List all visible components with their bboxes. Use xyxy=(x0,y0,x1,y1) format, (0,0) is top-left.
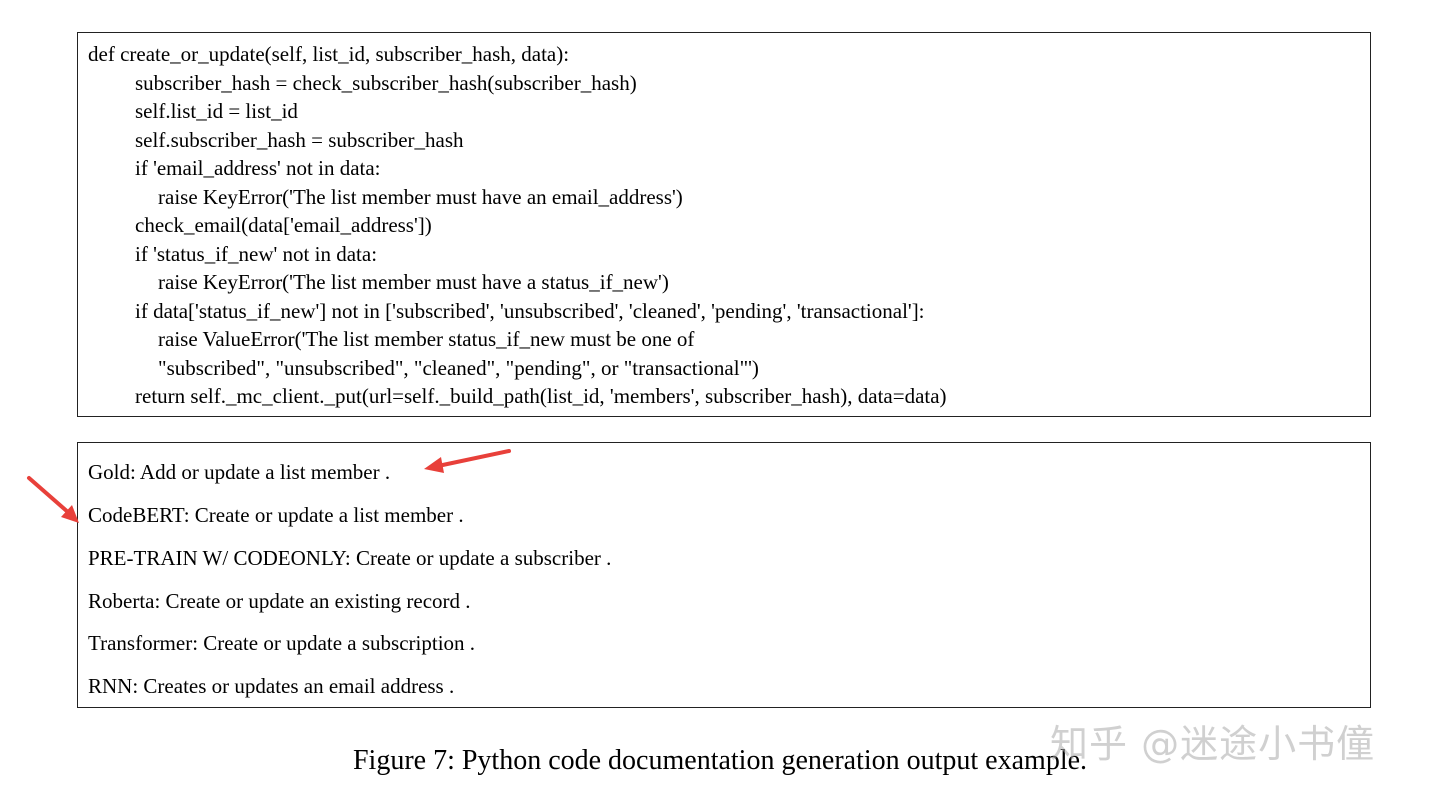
code-line: self.list_id = list_id xyxy=(135,99,298,123)
figure-caption: Figure 7: Python code documentation gene… xyxy=(352,745,1088,776)
output-gold: Gold: Add or update a list member . xyxy=(88,460,391,484)
code-line: if data['status_if_new'] not in ['subscr… xyxy=(135,299,925,323)
code-line: def create_or_update(self, list_id, subs… xyxy=(88,42,570,66)
code-line: return self._mc_client._put(url=self._bu… xyxy=(135,384,947,408)
code-line: subscriber_hash = check_subscriber_hash(… xyxy=(135,71,637,95)
output-codebert: CodeBERT: Create or update a list member… xyxy=(88,503,464,527)
output-pretrain-codeonly: PRE-TRAIN W/ CODEONLY: Create or update … xyxy=(88,546,612,570)
code-line: if 'email_address' not in data: xyxy=(135,156,381,180)
code-listing-box: def create_or_update(self, list_id, subs… xyxy=(77,32,1371,417)
code-line: raise KeyError('The list member must hav… xyxy=(158,270,669,294)
watermark: 知乎 @迷途小书僮 xyxy=(1050,722,1376,766)
code-line: raise KeyError('The list member must hav… xyxy=(158,185,683,209)
output-rnn: RNN: Creates or updates an email address… xyxy=(88,674,455,698)
code-line: check_email(data['email_address']) xyxy=(135,213,432,237)
code-line: "subscribed", "unsubscribed", "cleaned",… xyxy=(158,356,759,380)
code-line: self.subscriber_hash = subscriber_hash xyxy=(135,128,464,152)
code-line: if 'status_if_new' not in data: xyxy=(135,242,378,266)
code-line: raise ValueError('The list member status… xyxy=(158,327,695,351)
model-outputs-box: Gold: Add or update a list member . Code… xyxy=(77,442,1371,708)
output-roberta: Roberta: Create or update an existing re… xyxy=(88,589,471,613)
arrow-to-codebert xyxy=(27,476,79,523)
output-transformer: Transformer: Create or update a subscrip… xyxy=(88,631,476,655)
